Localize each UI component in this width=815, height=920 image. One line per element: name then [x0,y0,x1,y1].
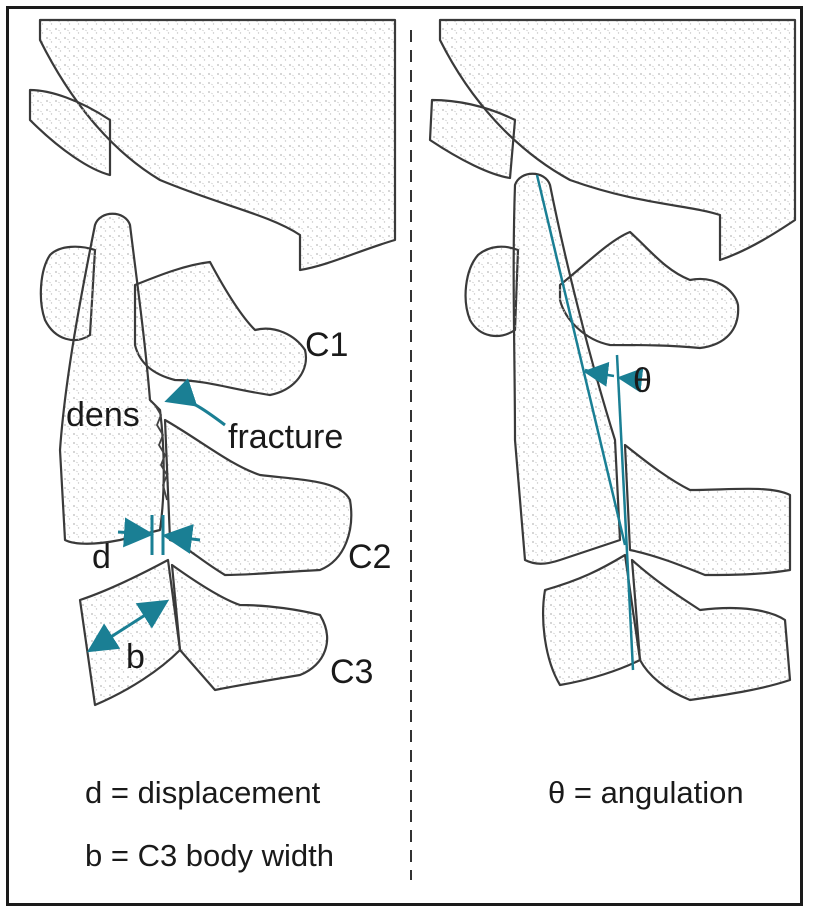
c1-anterior-arch-right [466,247,518,336]
legend-angulation: θ = angulation [548,777,744,808]
dens-right [514,174,620,564]
c2-posterior-right [625,445,790,575]
label-c3: C3 [330,655,373,689]
c1-posterior-arch-right [560,232,738,348]
displacement-arrow-left [118,532,148,534]
label-d: d [92,540,111,574]
c3-body-right [543,555,640,685]
c3-body [80,560,180,705]
fracture-arrow [170,399,225,425]
label-theta: θ [633,364,652,398]
c1-posterior-arch [135,262,306,395]
label-c2: C2 [348,540,391,574]
label-c1: C1 [305,328,348,362]
label-fracture: fracture [228,420,343,454]
label-dens: dens [66,398,140,432]
c3-posterior [172,565,327,690]
label-b: b [126,640,145,674]
right-panel-illustration [430,20,795,700]
legend-body-width: b = C3 body width [85,840,334,871]
legend-displacement: d = displacement [85,777,320,808]
c3-posterior-right [632,560,790,700]
